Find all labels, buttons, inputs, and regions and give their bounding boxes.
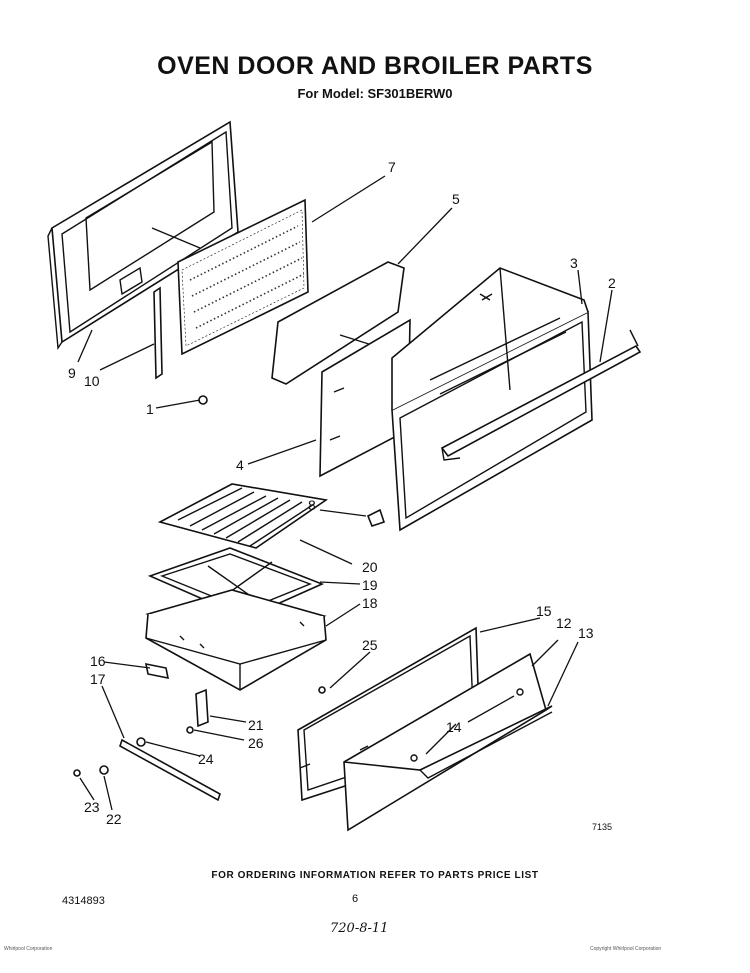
label-part-8: 8 <box>308 497 316 513</box>
broiler-bracket <box>195 688 209 728</box>
label-part-18: 18 <box>362 595 378 611</box>
broiler-drawer-front <box>343 652 553 832</box>
label-part-1: 1 <box>146 401 154 417</box>
label-part-21: 21 <box>248 717 264 733</box>
outer-door-panel <box>391 267 593 532</box>
label-part-9: 9 <box>68 365 76 381</box>
label-part-10: 10 <box>84 373 100 389</box>
screw-part-23 <box>73 769 81 777</box>
label-part-2: 2 <box>608 275 616 291</box>
document-number: 4314893 <box>62 895 105 907</box>
broiler-slide-rail <box>119 738 221 802</box>
nut-part-22 <box>99 765 109 775</box>
door-channel <box>153 286 163 380</box>
washer-part-24 <box>136 737 146 747</box>
fine-print-right: Copyright Whirlpool Corporation <box>590 946 662 952</box>
label-part-12: 12 <box>556 615 572 631</box>
door-hinge-clip <box>366 508 386 527</box>
leader-lines <box>77 175 613 811</box>
label-part-24: 24 <box>198 751 214 767</box>
label-part-17: 17 <box>90 671 106 687</box>
figure-code: 7135 <box>592 822 613 832</box>
door-handle <box>440 329 642 461</box>
screw-part-26 <box>186 726 194 734</box>
label-part-23: 23 <box>84 799 100 815</box>
screw-part-1 <box>198 395 208 405</box>
label-part-15: 15 <box>536 603 552 619</box>
label-part-4: 4 <box>236 457 244 473</box>
label-part-16: 16 <box>90 653 106 669</box>
handwritten-note: 720-8-11 <box>330 921 389 936</box>
label-part-19: 19 <box>362 577 378 593</box>
label-part-14: 14 <box>446 719 462 735</box>
model-subtitle: For Model: SF301BERW0 <box>297 86 453 101</box>
pan-support <box>144 662 170 680</box>
label-part-3: 3 <box>570 255 578 271</box>
screw-part-25 <box>318 686 326 694</box>
label-part-13: 13 <box>578 625 594 641</box>
label-part-7: 7 <box>388 159 396 175</box>
page-number: 6 <box>352 893 359 905</box>
label-part-26: 26 <box>248 735 264 751</box>
fine-print-left: Whirlpool Corporation <box>4 946 53 952</box>
label-part-22: 22 <box>106 811 122 827</box>
ordering-info: FOR ORDERING INFORMATION REFER TO PARTS … <box>211 870 539 881</box>
label-part-25: 25 <box>362 637 378 653</box>
label-part-20: 20 <box>362 559 378 575</box>
part-labels: 7 5 3 2 9 10 1 4 8 20 19 18 25 15 12 13 … <box>68 159 616 827</box>
label-part-5: 5 <box>452 191 460 207</box>
page-title: OVEN DOOR AND BROILER PARTS <box>157 52 593 80</box>
door-insulation <box>177 198 309 356</box>
broiler-pan <box>145 589 327 691</box>
broiler-grid <box>157 483 329 549</box>
inner-door-glass <box>271 261 405 385</box>
